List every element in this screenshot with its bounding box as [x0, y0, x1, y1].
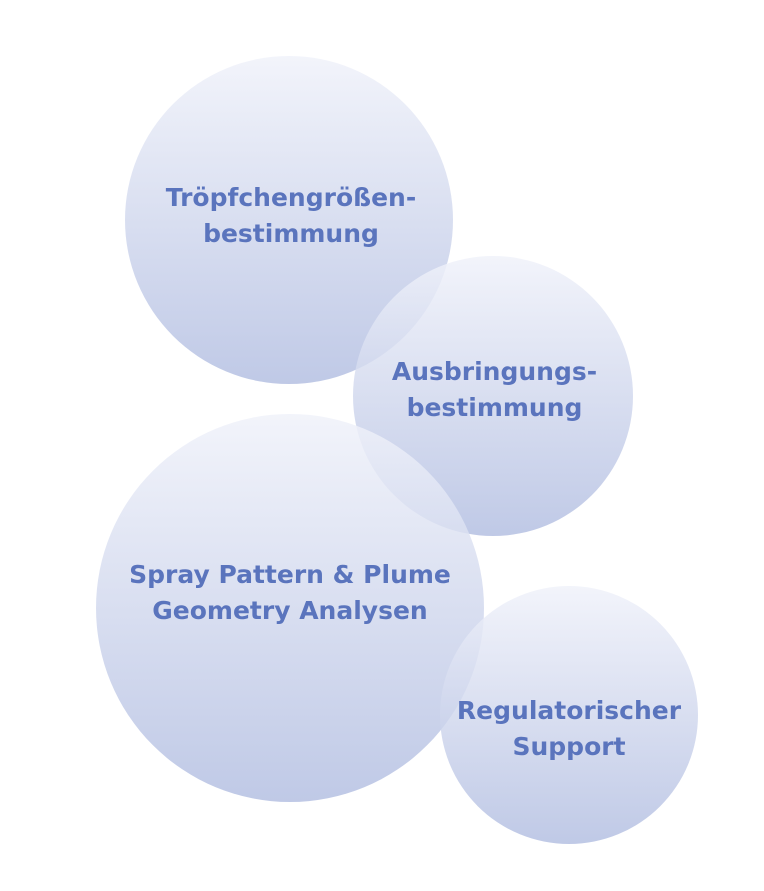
bubble-label-regulatory-support: Regulatorischer Support — [457, 665, 681, 765]
label-line: bestimmung — [406, 393, 583, 422]
bubble-label-spray-pattern: Spray Pattern & Plume Geometry Analysen — [129, 557, 451, 659]
label-line: Ausbringungs- — [391, 357, 598, 386]
bubble-spray-pattern: Spray Pattern & Plume Geometry Analysen — [96, 414, 484, 802]
label-line: Support — [512, 732, 626, 761]
label-line: Geometry Analysen — [152, 596, 428, 625]
bubble-regulatory-support: Regulatorischer Support — [440, 586, 698, 844]
label-line: Tröpfchengrößen- — [165, 183, 417, 212]
bubble-droplet-size: Tröpfchengrößen- bestimmung — [125, 56, 453, 384]
label-line: Regulatorischer — [456, 696, 682, 725]
label-line: bestimmung — [203, 219, 379, 248]
label-line: Spray Pattern & Plume — [129, 560, 451, 589]
bubble-label-droplet-size: Tröpfchengrößen- bestimmung — [162, 180, 416, 260]
bubble-label-output-determination: Ausbringungs- bestimmung — [389, 354, 597, 438]
